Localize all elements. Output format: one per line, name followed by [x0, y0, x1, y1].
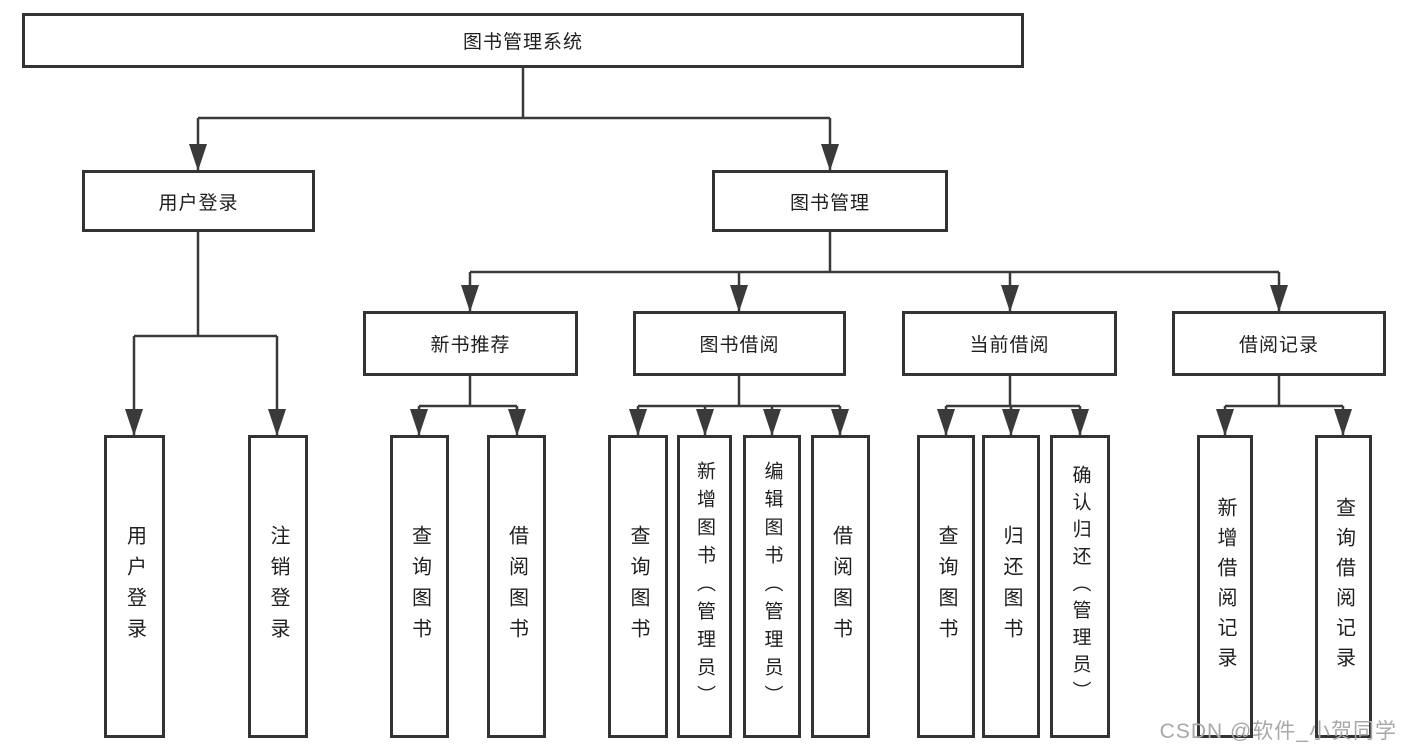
- leaf-query-books: 查询图书: [608, 435, 668, 738]
- leaf-edit-books-admin: 编辑图书（管理员）: [743, 435, 801, 738]
- leaf-borrow-books: 借阅图书: [487, 435, 546, 738]
- leaf-query-borrow-record: 查询借阅记录: [1315, 435, 1372, 738]
- node-book-management: 图书管理: [712, 170, 948, 232]
- leaf-query-books: 查询图书: [390, 435, 449, 738]
- node-library-management-system: 图书管理系统: [22, 13, 1024, 68]
- leaf-add-books-admin: 新增图书（管理员）: [677, 435, 732, 738]
- leaf-return-books: 归还图书: [982, 435, 1040, 738]
- leaf-borrow-books: 借阅图书: [811, 435, 870, 738]
- node-book-borrowing: 图书借阅: [633, 311, 846, 376]
- node-new-book-recommendation: 新书推荐: [363, 311, 578, 376]
- csdn-watermark: CSDN @软件_小贺同学: [1159, 720, 1397, 743]
- node-user-login: 用户登录: [82, 170, 315, 232]
- leaf-query-books: 查询图书: [917, 435, 975, 738]
- node-borrowing-records: 借阅记录: [1172, 311, 1386, 376]
- leaf-logout: 注销登录: [248, 435, 308, 738]
- leaf-add-borrow-record: 新增借阅记录: [1197, 435, 1253, 738]
- node-current-borrowing: 当前借阅: [902, 311, 1117, 376]
- leaf-confirm-return-admin: 确认归还（管理员）: [1050, 435, 1110, 738]
- leaf-user-login: 用户登录: [104, 435, 165, 738]
